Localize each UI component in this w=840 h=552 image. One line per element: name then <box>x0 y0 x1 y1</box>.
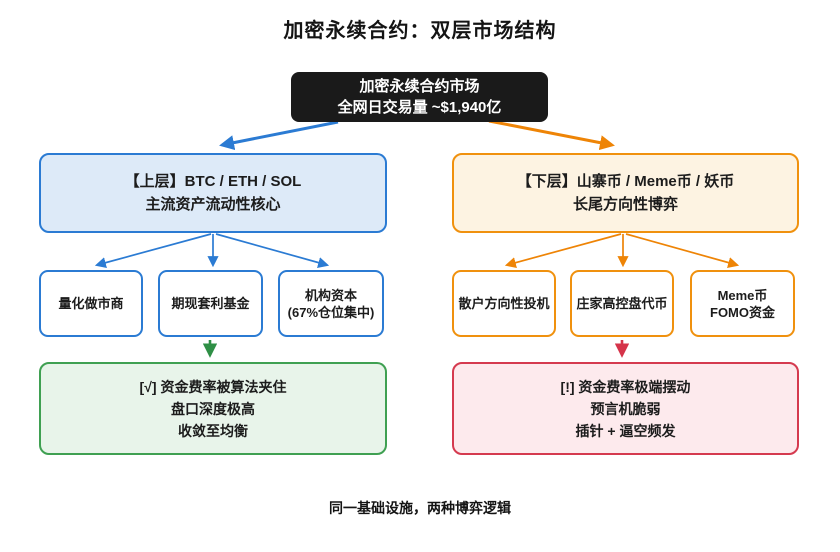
lower-tier-title: 【下层】山寨币 / Meme币 / 妖币 <box>516 173 735 190</box>
node-controlled-tokens: 庄家高控盘代币 <box>570 270 674 337</box>
node-sublabel: (67%仓位集中) <box>287 304 375 320</box>
upper-outcome-node: [√] 资金费率被算法夹住 盘口深度极高 收敛至均衡 <box>39 362 387 455</box>
outcome-line: 预言机脆弱 <box>590 400 661 417</box>
root-node: 加密永续合约市场 全网日交易量 ~$1,940亿 <box>291 72 548 122</box>
outcome-line: 插针 + 逼空频发 <box>575 422 676 439</box>
arrow-root-to-upper <box>219 120 339 151</box>
node-label: 庄家高控盘代币 <box>576 296 668 311</box>
node-label: Meme币 <box>717 287 768 303</box>
outcome-line: 盘口深度极高 <box>171 400 255 417</box>
arrow-upper-to-child1 <box>94 233 212 269</box>
node-retail-speculation: 散户方向性投机 <box>452 270 556 337</box>
lower-tier-node: 【下层】山寨币 / Meme币 / 妖币 长尾方向性博弈 <box>452 153 799 233</box>
root-node-title: 加密永续合约市场 <box>359 78 480 95</box>
node-sublabel: FOMO资金 <box>710 304 775 320</box>
arrow-root-to-lower <box>488 119 615 151</box>
upper-tier-node: 【上层】BTC / ETH / SOL 主流资产流动性核心 <box>39 153 387 233</box>
lower-tier-subtitle: 长尾方向性博弈 <box>572 196 678 213</box>
node-basis-arbitrage-fund: 期现套利基金 <box>158 270 263 337</box>
arrow-upper-to-child3 <box>215 233 330 268</box>
outcome-line: [!] 资金费率极端摆动 <box>560 378 691 395</box>
node-label: 散户方向性投机 <box>458 296 550 311</box>
node-quant-market-maker: 量化做市商 <box>39 270 143 337</box>
outcome-line: 收敛至均衡 <box>178 422 248 439</box>
lower-outcome-node: [!] 资金费率极端摆动 预言机脆弱 插针 + 逼空频发 <box>452 362 799 455</box>
upper-tier-subtitle: 主流资产流动性核心 <box>145 196 281 213</box>
node-label: 量化做市商 <box>58 296 124 311</box>
node-institutional-capital: 机构资本 (67%仓位集中) <box>278 270 384 337</box>
footer-note: 同一基础设施，两种博弈逻辑 <box>329 500 511 516</box>
arrow-lower-to-child3 <box>625 233 740 268</box>
outcome-line: [√] 资金费率被算法夹住 <box>139 378 287 395</box>
upper-tier-title: 【上层】BTC / ETH / SOL <box>124 173 302 190</box>
root-node-volume: 全网日交易量 ~$1,940亿 <box>337 99 502 116</box>
node-label: 机构资本 <box>304 287 357 303</box>
page-title: 加密永续合约：双层市场结构 <box>283 20 557 42</box>
node-label: 期现套利基金 <box>171 296 250 311</box>
arrow-lower-to-child1 <box>504 233 622 269</box>
node-meme-fomo-capital: Meme币 FOMO资金 <box>690 270 795 337</box>
